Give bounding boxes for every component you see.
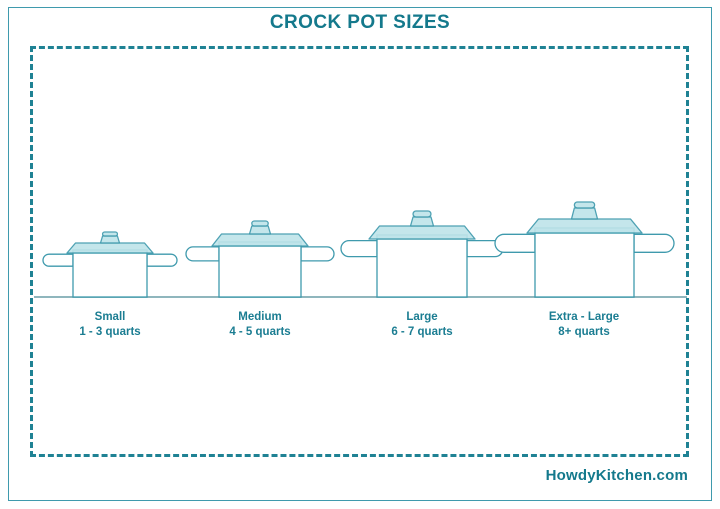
pot-handle-right (633, 233, 675, 253)
pot-knob (409, 216, 435, 227)
pot-caption-small: Small 1 - 3 quarts (48, 310, 172, 340)
pot-capacity-label: 6 - 7 quarts (391, 326, 453, 338)
pot-capacity-label: 8+ quarts (558, 326, 610, 338)
pot-large (333, 201, 511, 301)
pot-size-label: Small (94, 311, 126, 323)
pot-knob (248, 225, 272, 235)
pot-size-label: Large (406, 311, 438, 323)
pot-capacity-label: 4 - 5 quarts (229, 326, 291, 338)
pot-drawing-extra-large (494, 201, 675, 298)
pot-knob (99, 235, 121, 244)
pot-lid (526, 218, 643, 234)
pot-body (72, 249, 148, 298)
pot-knob-cap (573, 201, 596, 209)
pot-drawing-large (340, 210, 504, 298)
ground-baseline (34, 296, 687, 298)
pot-lid (368, 225, 476, 240)
pot-lid (66, 242, 154, 254)
brand-watermark: HowdyKitchen.com (545, 467, 688, 484)
pot-size-label: Medium (238, 311, 282, 323)
page-title: CROCK POT SIZES (269, 12, 451, 33)
pot-lid (211, 233, 309, 247)
pot-knob-cap (251, 220, 269, 227)
pot-drawing-medium (185, 220, 335, 298)
pot-medium (178, 211, 342, 301)
pot-handle-left (340, 239, 378, 258)
pot-handle-left (42, 253, 74, 267)
pot-knob-cap (412, 210, 432, 218)
pot-handle-left (494, 233, 536, 253)
pot-handle-left (185, 246, 220, 262)
pot-caption-medium: Medium 4 - 5 quarts (198, 310, 322, 340)
pot-handle-right (146, 253, 178, 267)
pot-knob-cap (101, 231, 119, 237)
pot-capacity-label: 1 - 3 quarts (79, 326, 141, 338)
pot-caption-extra-large: Extra - Large 8+ quarts (522, 310, 646, 340)
pot-extra-large (487, 191, 682, 301)
pot-drawing-small (42, 231, 178, 298)
pot-handle-right (300, 246, 335, 262)
pot-body (376, 234, 468, 298)
pot-size-label: Extra - Large (548, 311, 620, 323)
pot-body (218, 241, 302, 298)
pot-body (534, 227, 635, 298)
pot-knob (570, 207, 599, 220)
pot-caption-large: Large 6 - 7 quarts (360, 310, 484, 340)
pot-small (35, 223, 185, 301)
